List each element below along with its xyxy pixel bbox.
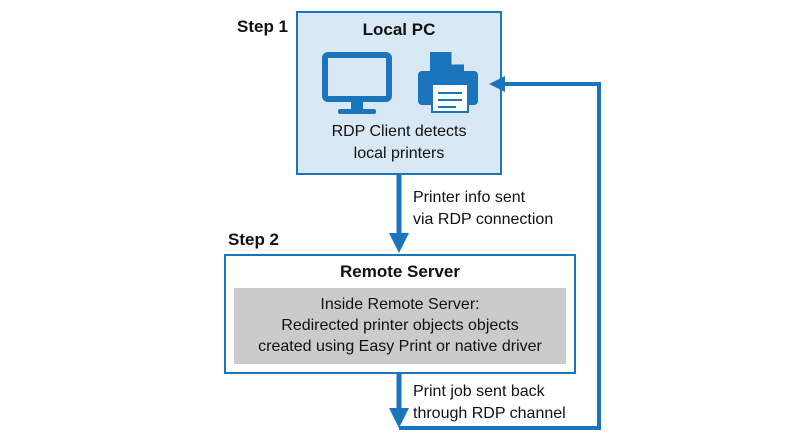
arrow2-line1: Print job sent back: [413, 383, 545, 400]
local-pc-desc-line1: RDP Client detects: [331, 123, 467, 140]
local-pc-description: RDP Client detects local printers: [296, 121, 502, 165]
remote-server-title: Remote Server: [339, 262, 460, 281]
inner-line1: Inside Remote Server:: [320, 296, 480, 313]
remote-server-inner-box: Inside Remote Server: Redirected printer…: [234, 288, 566, 364]
local-pc-title: Local PC: [362, 20, 436, 39]
monitor-icon: [322, 52, 392, 114]
arrow2-label: Print job sent back through RDP channel: [413, 381, 566, 425]
printer-icon: [418, 52, 478, 113]
local-pc-desc-line2: local printers: [353, 145, 445, 162]
inner-line2: Redirected printer objects objects: [281, 317, 519, 334]
step-1-label: Step 1: [237, 17, 289, 36]
inner-line3: created using Easy Print or native drive…: [258, 338, 542, 355]
arrow1-line2: via RDP connection: [413, 211, 554, 228]
arrow1-label: Printer info sent via RDP connection: [413, 187, 553, 231]
arrow2-line2: through RDP channel: [413, 405, 566, 422]
step-2-label: Step 2: [228, 230, 280, 249]
return-path-to-printer: [399, 76, 601, 430]
arrow1-line1: Printer info sent: [413, 189, 526, 206]
